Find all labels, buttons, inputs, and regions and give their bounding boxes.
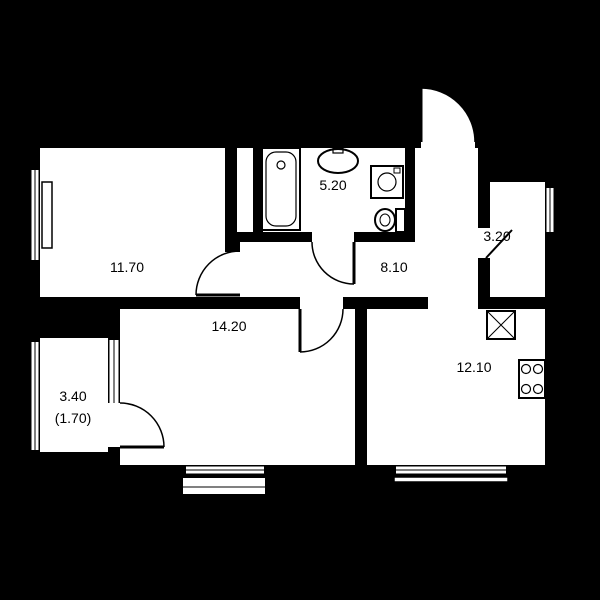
window (546, 188, 554, 232)
door-arc (195, 250, 241, 296)
stove-icon (518, 359, 546, 399)
balcony-floor (40, 338, 108, 452)
balcony-door (119, 402, 165, 449)
wall-segment (30, 297, 555, 309)
interior-doors (119, 229, 513, 449)
storage-door-leaf (485, 229, 513, 259)
fixtures (41, 147, 546, 399)
living-room-floor (120, 309, 355, 465)
wall-segment (405, 138, 415, 242)
door-arc (299, 308, 344, 353)
fridge-icon (486, 310, 516, 340)
bathroom-area-label: 5.20 (319, 177, 346, 193)
balcony-door-opening (106, 403, 122, 447)
hallway-area-label: 8.10 (380, 259, 407, 275)
room-area-label: 11.70 (110, 259, 144, 275)
living-room-area-label: 14.20 (211, 318, 246, 334)
bathroom-door-opening (312, 231, 354, 243)
toilet-icon (374, 208, 406, 233)
living-room-door-opening (300, 296, 343, 310)
entrance-door (419, 87, 476, 143)
window (31, 170, 39, 260)
windows (31, 170, 554, 474)
entrance-door-swing (421, 88, 475, 142)
balcony-coefficient-label: (1.70) (55, 410, 92, 426)
wall-segment (478, 258, 490, 309)
wall-segment (253, 138, 263, 232)
wall-segment (30, 330, 120, 338)
window-sill (181, 476, 267, 496)
hallway-floor (240, 242, 478, 297)
wall-segment (355, 309, 367, 465)
balcony-glazing (31, 342, 39, 450)
kitchen-area-label: 12.10 (456, 359, 491, 375)
wall-segment (225, 138, 237, 252)
wall-segment (30, 138, 555, 148)
duct-floor (237, 148, 253, 232)
storage-door-opening (478, 228, 490, 258)
window (396, 466, 506, 474)
wall-segment (30, 452, 120, 462)
door-arc (119, 402, 165, 448)
storage-floor (490, 182, 545, 297)
floors (40, 148, 545, 465)
room-door-opening (223, 252, 243, 297)
room-labels: 11.70 5.20 8.10 3.20 14.20 12.10 3.40 (1… (55, 177, 511, 426)
bathroom-floor (263, 148, 405, 232)
door-arc (311, 241, 355, 285)
room-door (195, 250, 241, 297)
wall-segment (486, 138, 555, 182)
window-sills (181, 476, 509, 496)
bathroom-door (311, 241, 356, 285)
window-sill (393, 476, 509, 483)
window (186, 466, 264, 474)
sink-icon (317, 147, 359, 174)
room-floor (40, 148, 225, 297)
radiator-icon (41, 181, 53, 249)
living-room-door (298, 308, 344, 353)
storage-area-label: 3.20 (483, 228, 510, 244)
bathtub-icon (261, 147, 301, 231)
balcony-window-section (109, 340, 119, 403)
balcony-area-label: 3.40 (59, 388, 86, 404)
washing-machine-icon (370, 165, 404, 199)
kitchen-passage-opening (428, 296, 478, 310)
entrance-door-arc (420, 87, 476, 143)
